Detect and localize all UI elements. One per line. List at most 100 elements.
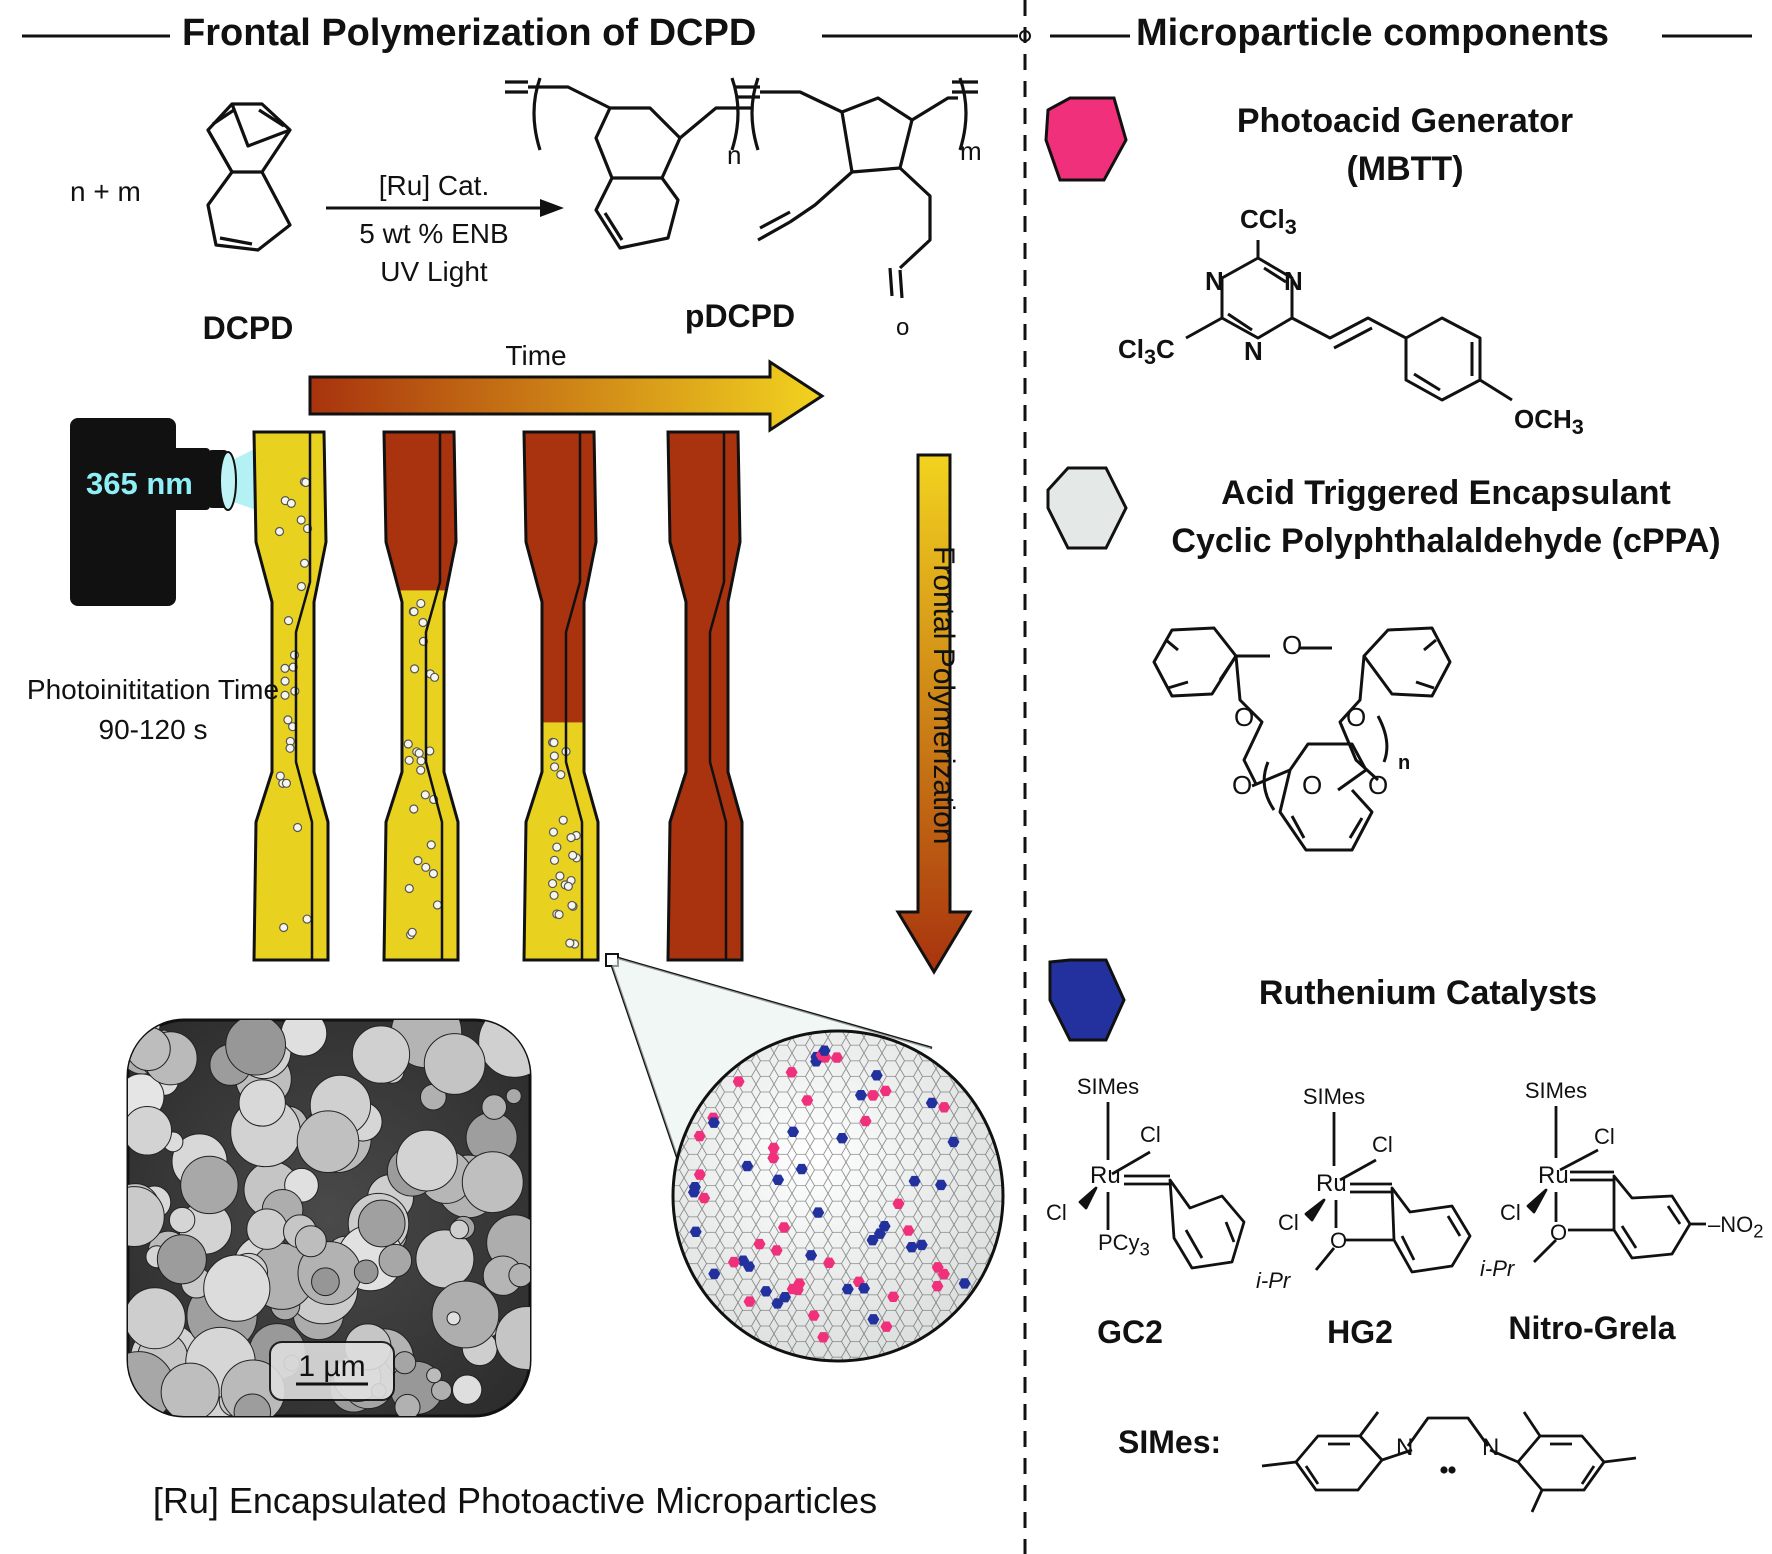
- sem-particle: [128, 1021, 142, 1036]
- time-label: Time: [505, 340, 567, 371]
- pag-domain: [801, 1095, 814, 1106]
- pag-domain: [892, 1198, 905, 1209]
- time-arrow: [308, 359, 825, 433]
- catalyst-domain: [841, 1283, 854, 1295]
- condition-enb: 5 wt % ENB: [359, 218, 509, 249]
- right-panel-title: Microparticle components: [1136, 12, 1609, 54]
- hg2-cl-left: Cl: [1278, 1210, 1299, 1235]
- catalyst-domain: [836, 1132, 849, 1144]
- gc2-ligand: SIMes: [1076, 1074, 1140, 1099]
- catalyst-domain: [870, 1070, 883, 1081]
- photoinit-value: 90-120 s: [98, 714, 208, 745]
- left-panel-title: Frontal Polymerization of DCPD: [182, 12, 757, 54]
- pag-domain: [698, 1192, 711, 1204]
- simes-label: SIMes:: [1118, 1424, 1222, 1460]
- catalyst-domain: [866, 1234, 879, 1246]
- sem-particle: [280, 1020, 328, 1057]
- encapsulant-name: Acid Triggered Encapsulant: [1221, 474, 1671, 512]
- nitro-grela-metal: Ru: [1538, 1162, 1569, 1189]
- pdcpd-structure: [505, 77, 978, 299]
- pag-domain: [693, 1130, 706, 1142]
- sem-particle: [160, 1362, 220, 1416]
- catalyst-domain: [818, 1045, 831, 1056]
- sem-particle: [357, 1199, 406, 1248]
- catalysts-title: Ruthenium Catalysts: [1258, 974, 1598, 1012]
- catalyst-domain: [812, 1207, 825, 1218]
- pag-domain: [777, 1222, 790, 1233]
- cppa-structure: [1152, 626, 1452, 852]
- hg2-cl-top: Cl: [1372, 1132, 1393, 1157]
- sem-particle: [128, 1287, 186, 1350]
- stoichiometry-label: n + m: [70, 176, 141, 207]
- frontal-arrow: [895, 453, 973, 975]
- pag-abbreviation: (MBTT): [1346, 150, 1464, 188]
- simes-structure: [1261, 1411, 1637, 1513]
- pag-domain: [807, 1310, 820, 1321]
- sem-particle: [461, 1151, 524, 1214]
- catalyst-domain: [708, 1268, 721, 1279]
- repeat-index-n: n: [727, 140, 742, 170]
- sem-particle: [180, 1155, 239, 1215]
- catalyst-domain: [873, 1228, 886, 1239]
- cppa-repeat-n: n: [1398, 752, 1411, 774]
- specimen-group: [252, 430, 744, 962]
- catalyst-domain: [867, 1314, 880, 1325]
- pag-domain: [879, 1085, 892, 1097]
- sem-particle: [505, 1088, 522, 1105]
- pag-domain: [817, 1332, 830, 1343]
- encapsulant-subname: Cyclic Polyphthalaldehyde (cPPA): [1171, 522, 1721, 560]
- nitro-grela-o: O: [1550, 1220, 1568, 1245]
- hg2-name: HG2: [1327, 1314, 1393, 1350]
- mbtt-n-bottom: N: [1244, 336, 1263, 366]
- pag-domain: [830, 1052, 843, 1063]
- mbtt-ccl3-top: CCl3: [1240, 204, 1297, 240]
- nitro-grela-name: Nitro-Grela: [1508, 1310, 1676, 1346]
- specimen-4: [666, 430, 744, 962]
- sem-particle: [431, 1280, 500, 1349]
- sem-particle: [478, 1020, 530, 1078]
- sem-particle: [156, 1234, 207, 1285]
- sem-particle: [431, 1379, 453, 1401]
- gc2-metal: Ru: [1090, 1162, 1121, 1189]
- dcpd-structure: [206, 102, 292, 252]
- reaction-arrow: [326, 199, 564, 217]
- catalyst-domain: [805, 1250, 818, 1261]
- nitro-grela-cl-left: Cl: [1500, 1200, 1521, 1225]
- catalyst-structures: [1078, 1102, 1706, 1274]
- catalyst-domain: [787, 1126, 800, 1137]
- pag-domain: [938, 1102, 951, 1113]
- catalyst-domain: [854, 1089, 867, 1101]
- mbtt-ccl3-left: Cl3C: [1118, 334, 1175, 370]
- repeat-index-m: m: [960, 136, 982, 166]
- catalyst-domain: [760, 1286, 773, 1297]
- pag-domain: [693, 1169, 706, 1180]
- hg2-ipr: i-Pr: [1256, 1268, 1291, 1293]
- sem-particle: [168, 1206, 196, 1234]
- hg2-o: O: [1330, 1228, 1348, 1253]
- pag-domain: [753, 1238, 766, 1250]
- sem-particle: [394, 1393, 421, 1416]
- nitro-grela-cl-top: Cl: [1594, 1124, 1615, 1149]
- hg2-metal: Ru: [1316, 1170, 1347, 1197]
- pag-domain: [866, 1090, 879, 1101]
- cppa-o-left: O: [1234, 702, 1255, 732]
- sem-particle: [128, 1105, 173, 1156]
- pag-hexagon: [1044, 96, 1128, 182]
- sem-particle: [233, 1393, 272, 1416]
- sem-micrograph: [126, 1018, 532, 1418]
- sem-particle: [393, 1351, 417, 1375]
- sem-particle: [481, 1094, 508, 1120]
- sem-particle: [426, 1367, 443, 1384]
- catalyst-domain: [743, 1261, 756, 1272]
- pag-domain: [859, 1115, 872, 1127]
- mbtt-structure: [1185, 240, 1513, 402]
- catalyst-domain: [795, 1163, 808, 1175]
- cured-region: [384, 432, 458, 591]
- pag-domain: [727, 1256, 740, 1268]
- catalyst-domain: [771, 1298, 784, 1309]
- encapsulant-hexagon: [1046, 466, 1128, 550]
- catalyst-domain: [925, 1097, 938, 1109]
- hg2-ligand: SIMes: [1302, 1084, 1366, 1109]
- specimen-3: [522, 430, 600, 962]
- sem-particle: [494, 1306, 530, 1371]
